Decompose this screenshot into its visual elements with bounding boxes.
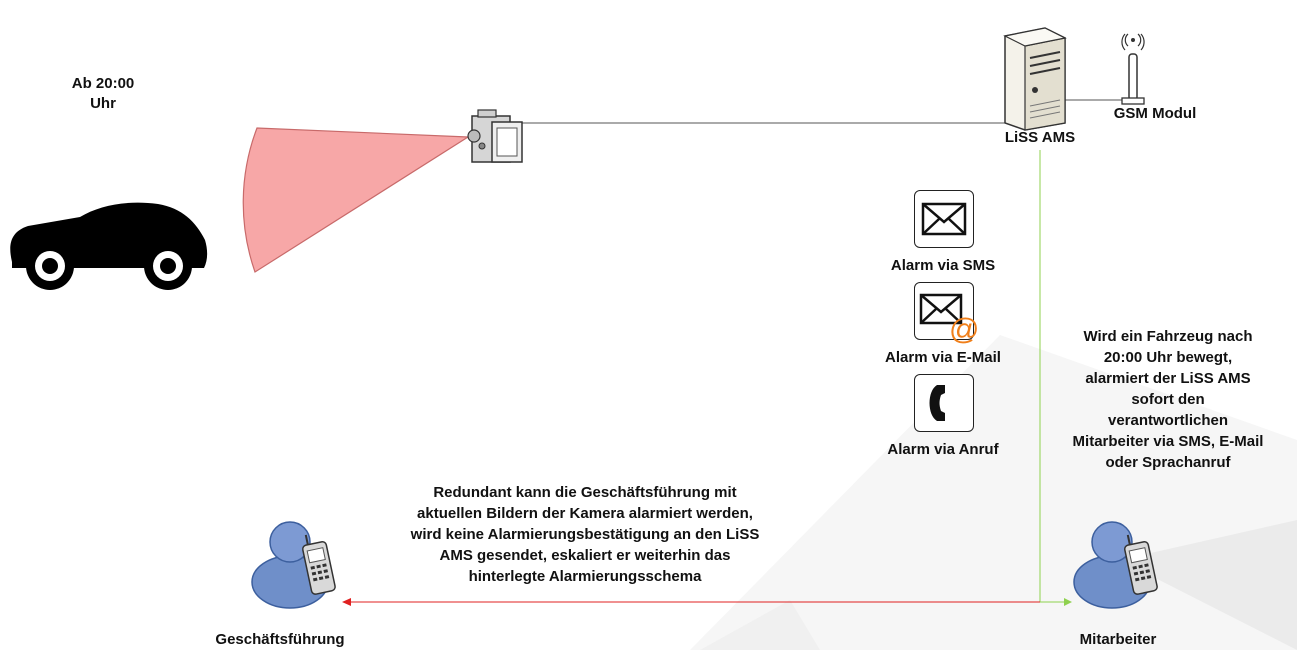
time-note-line-2: Uhr (90, 95, 116, 112)
management-text-line-2: aktuellen Bildern der Kamera alarmiert w… (417, 505, 753, 522)
alarm-call-label: Alarm via Anruf (887, 441, 999, 458)
red-arrow-head (342, 598, 351, 606)
phone-icon (929, 385, 945, 421)
gsm-label: GSM Modul (1113, 105, 1197, 122)
employee-text-line-6: Mitarbeiter via SMS, E-Mail (1072, 433, 1264, 450)
alarm-email-label: Alarm via E-Mail (885, 349, 1001, 366)
management-text-line-5: hinterlegte Alarmierungsschema (468, 568, 702, 585)
employee-label: Mitarbeiter (1079, 631, 1157, 648)
employee-text-line-3: alarmiert der LiSS AMS (1085, 370, 1251, 387)
management-text-line-1: Redundant kann die Geschäftsführung mit (433, 484, 737, 501)
email-icon-box: @ (914, 282, 979, 346)
employee-text-line-1: Wird ein Fahrzeug nach (1083, 328, 1253, 345)
server-label: LiSS AMS (1004, 129, 1076, 146)
svg-text:@: @ (949, 313, 979, 346)
time-note: Ab 20:00 Uhr (60, 74, 146, 114)
sms-icon-box (914, 190, 974, 248)
alarm-sms-label: Alarm via SMS (890, 257, 996, 274)
envelope-icon (921, 202, 967, 236)
employee-description: Wird ein Fahrzeug nach 20:00 Uhr bewegt,… (1058, 326, 1278, 473)
employee-text-line-5: verantwortlichen (1107, 412, 1229, 429)
employee-text-line-7: oder Sprachanruf (1105, 454, 1231, 471)
employee-text-line-2: 20:00 Uhr bewegt, (1103, 349, 1233, 366)
email-icon: @ (919, 293, 979, 346)
employee-text-line-4: sofort den (1131, 391, 1205, 408)
management-label: Geschäftsführung (215, 631, 345, 648)
management-text-line-3: wird keine Alarmierungsbestätigung an de… (410, 526, 760, 543)
call-icon-box (914, 374, 974, 432)
management-text-line-4: AMS gesendet, eskaliert er weiterhin das (439, 547, 731, 564)
green-arrow-head (1064, 598, 1072, 606)
time-note-line-1: Ab 20:00 (71, 75, 135, 92)
management-description: Redundant kann die Geschäftsführung mit … (400, 482, 770, 587)
